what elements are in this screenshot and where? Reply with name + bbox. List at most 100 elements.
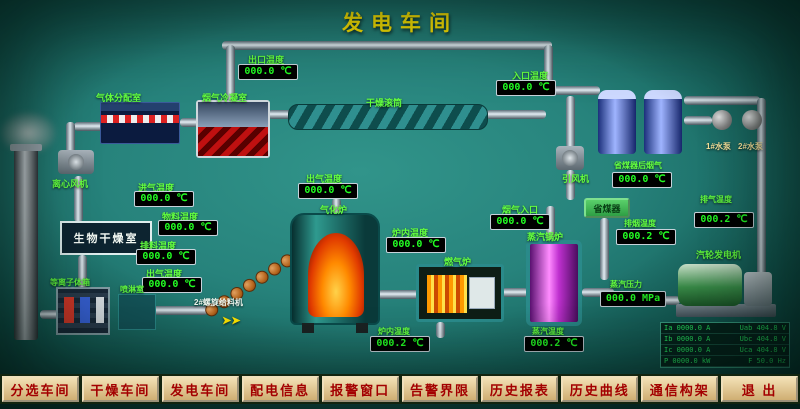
- flue-inlet-readout: 000.0 ℃: [490, 214, 550, 230]
- panel-cell: Ib 0000.0 A: [664, 335, 711, 343]
- steam-boiler-vessel: [526, 240, 582, 326]
- pipe: [684, 96, 760, 105]
- gasifier-leg: [302, 323, 314, 333]
- nav-button-comm-architecture[interactable]: 通信构架: [641, 376, 719, 402]
- hazard-stripe-icon: [101, 115, 179, 123]
- panel-row: P 0000.0 kW F 50.0 Hz: [661, 356, 789, 367]
- pipe: [436, 322, 445, 338]
- generator-body: [678, 264, 742, 306]
- centrifugal-fan-label: 离心风机: [52, 179, 89, 189]
- economizer-flue-readout: 000.0 ℃: [612, 172, 672, 188]
- conveyor-arrows-icon: ➤➤: [222, 315, 241, 327]
- tank-cap: [644, 90, 682, 99]
- storage-tank-2: [644, 90, 682, 154]
- condenser-upper: [198, 102, 268, 127]
- gas-furnace-panel: [469, 277, 495, 309]
- boiler-steam-temp-readout: 000.2 ℃: [524, 336, 584, 352]
- gasifier-leg: [356, 323, 368, 333]
- nav-button-exit[interactable]: 退 出: [721, 376, 799, 402]
- panel-cell: Ubc 404.8 V: [739, 335, 786, 343]
- pipe: [378, 290, 420, 299]
- exhaust-temp-label: 排气温度: [700, 195, 732, 204]
- screw-feeder-conveyor: [202, 247, 302, 319]
- screw-feeder-label: 2#螺旋给料机: [194, 298, 243, 307]
- smoke-exhaust-label: 排烟温度: [624, 219, 656, 228]
- drying-drum-label: 干燥滚筒: [366, 98, 403, 108]
- nav-button-alarm-limits[interactable]: 告警界限: [401, 376, 479, 402]
- gas-distribution-box: [100, 102, 180, 144]
- condenser-flame-icon: [198, 126, 268, 156]
- page-title: 发电车间: [342, 12, 458, 35]
- panel-row: Ia 0000.0 A Uab 404.8 V: [661, 323, 789, 334]
- economizer-button[interactable]: 省煤器: [584, 198, 630, 218]
- panel-cell: F 50.0 Hz: [748, 357, 786, 365]
- spray-room-label: 喷淋室: [120, 285, 144, 294]
- panel-cell: Ic 0000.0 A: [664, 346, 711, 354]
- water-pump-2: [742, 110, 762, 130]
- nav-button-sorting-workshop[interactable]: 分选车间: [2, 376, 79, 402]
- bio-drying-room-label: 生物干燥室: [73, 233, 139, 245]
- outgas-temp-left-readout: 000.0 ℃: [142, 277, 202, 293]
- discharge-temp-readout: 000.0 ℃: [136, 249, 196, 265]
- id-fan-icon: [556, 146, 584, 170]
- panel-cell: Uca 404.8 V: [739, 346, 786, 354]
- pipe: [566, 96, 575, 148]
- flue-condenser-vessel: [196, 100, 270, 158]
- panel-row: Ib 0000.0 A Ubc 404.8 V: [661, 334, 789, 345]
- gas-furnace-temp-readout: 000.2 ℃: [370, 336, 430, 352]
- gas-distribution-label: 气体分配室: [96, 93, 142, 103]
- spray-room-box: [118, 294, 156, 330]
- gasifier-label: 气化炉: [320, 205, 348, 215]
- chimney-cap: [10, 144, 42, 151]
- id-fan-label: 引风机: [562, 174, 590, 184]
- pipe: [486, 110, 546, 119]
- panel-cell: P 0000.0 kW: [664, 357, 711, 365]
- plasma-indicator-red-icon: [64, 297, 74, 323]
- economizer-label: 省煤器: [593, 203, 621, 214]
- panel-row: Ic 0000.0 A Uca 404.8 V: [661, 345, 789, 356]
- nav-button-alarm-window[interactable]: 报警窗口: [321, 376, 399, 402]
- generator-panel: Ia 0000.0 A Uab 404.8 V Ib 0000.0 A Ubc …: [660, 322, 790, 368]
- pump1-label: 1#水泵: [706, 142, 731, 151]
- turbine-generator-label: 汽轮发电机: [696, 250, 742, 260]
- nav-button-history-report[interactable]: 历史报表: [481, 376, 559, 402]
- pipe: [684, 116, 712, 125]
- water-pump-1: [712, 110, 732, 130]
- nav-button-drying-workshop[interactable]: 干燥车间: [81, 376, 159, 402]
- gasifier-vessel: [290, 213, 380, 333]
- material-temp-readout: 000.0 ℃: [158, 220, 218, 236]
- gas-furnace-flame-icon: [427, 275, 467, 313]
- centrifugal-fan-icon: [58, 150, 94, 174]
- flue-condenser-label: 烟气冷凝室: [202, 93, 248, 103]
- fan-hub-icon: [562, 150, 578, 166]
- gas-distribution-top: [101, 103, 179, 111]
- plasma-indicator-white-icon: [96, 297, 104, 323]
- gas-furnace-label: 燃气炉: [444, 257, 472, 267]
- nav-button-power-workshop[interactable]: 发电车间: [161, 376, 239, 402]
- steam-boiler-label: 蒸汽锅炉: [527, 232, 564, 242]
- outlet-temp-readout: 000.0 ℃: [238, 64, 298, 80]
- panel-cell: Ia 0000.0 A: [664, 324, 711, 332]
- steam-pressure-readout: 000.0 MPa: [600, 291, 666, 307]
- plasma-indicator-blue-icon: [80, 297, 90, 323]
- gasifier-out-temp-readout: 000.0 ℃: [298, 183, 358, 199]
- plasma-box: [56, 287, 110, 335]
- nav-button-distribution-info[interactable]: 配电信息: [241, 376, 319, 402]
- fan-hub-icon: [68, 154, 84, 170]
- intake-temp-readout: 000.0 ℃: [134, 191, 194, 207]
- smoke-exhaust-readout: 000.2 ℃: [616, 229, 676, 245]
- gasifier-furnace-temp-readout: 000.0 ℃: [386, 237, 446, 253]
- plasma-box-label: 等离子体箱: [50, 278, 90, 287]
- steam-pressure-label: 蒸汽压力: [610, 280, 642, 289]
- tank-cap: [598, 90, 636, 99]
- pipe: [502, 288, 528, 297]
- inlet-temp-readout: 000.0 ℃: [496, 80, 556, 96]
- bottom-nav-bar: 分选车间 干燥车间 发电车间 配电信息 报警窗口 告警界限 历史报表 历史曲线 …: [0, 374, 800, 404]
- nav-button-history-curve[interactable]: 历史曲线: [561, 376, 639, 402]
- exhaust-temp-readout: 000.2 ℃: [694, 212, 754, 228]
- storage-tank-1: [598, 90, 636, 154]
- panel-cell: Uab 404.8 V: [739, 324, 786, 332]
- chimney: [14, 148, 38, 340]
- gas-furnace-box: [416, 264, 504, 322]
